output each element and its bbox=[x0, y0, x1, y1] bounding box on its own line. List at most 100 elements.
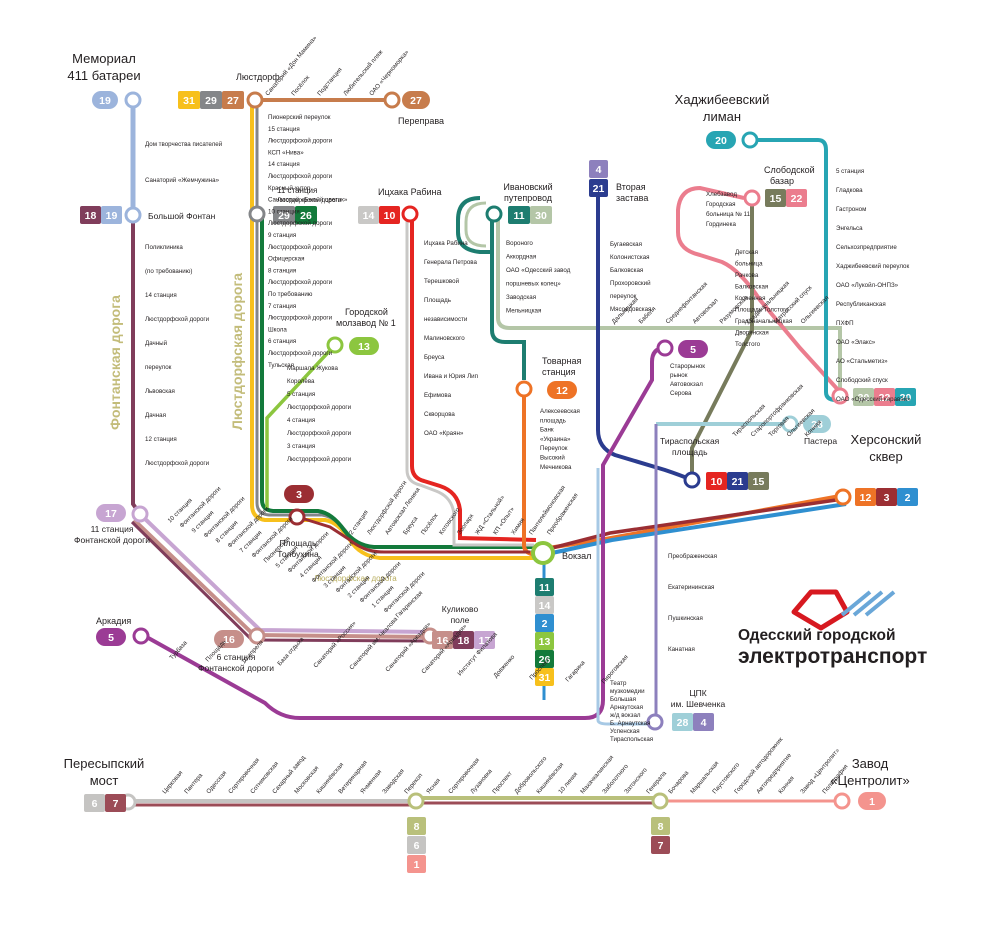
station-khadzhibey[interactable] bbox=[741, 131, 759, 149]
route-badge-8[interactable] bbox=[651, 817, 670, 835]
badge-group-paustovsky[interactable]: 87 bbox=[651, 817, 670, 854]
route-badge-13[interactable] bbox=[349, 337, 379, 355]
line-18-fontanskaya[interactable] bbox=[131, 215, 142, 516]
station-itskhaka[interactable] bbox=[401, 205, 419, 223]
route-badge-19[interactable] bbox=[101, 206, 122, 224]
route-badge-20[interactable] bbox=[895, 388, 916, 406]
line-28[interactable] bbox=[654, 422, 790, 722]
route-badge-30[interactable] bbox=[853, 388, 874, 406]
route-badge-1[interactable] bbox=[407, 855, 426, 873]
route-badge-27[interactable] bbox=[402, 91, 430, 109]
route-badge-16[interactable] bbox=[432, 631, 453, 649]
station-pereprava[interactable] bbox=[383, 91, 401, 109]
line-22[interactable] bbox=[676, 185, 842, 394]
badge-group-khadzhibey[interactable]: 20 bbox=[706, 131, 736, 149]
route-badge-20[interactable] bbox=[706, 131, 736, 149]
line-4-tspk[interactable] bbox=[596, 468, 650, 726]
line-31-lustdorf[interactable] bbox=[250, 100, 534, 560]
route-badge-10[interactable] bbox=[379, 206, 400, 224]
line-30[interactable] bbox=[464, 201, 842, 396]
route-badge-15[interactable] bbox=[765, 189, 786, 207]
station-memorial[interactable] bbox=[124, 91, 142, 109]
station-luzanovka[interactable] bbox=[407, 792, 425, 810]
line-14[interactable] bbox=[405, 214, 534, 547]
route-badge-4[interactable] bbox=[589, 160, 608, 178]
route-badge-7[interactable] bbox=[105, 794, 126, 812]
route-badge-12[interactable] bbox=[547, 381, 577, 399]
badge-group-st6_fontan[interactable]: 16 bbox=[214, 630, 244, 648]
badge-group-centrolit[interactable]: 1 bbox=[858, 792, 886, 810]
route-badge-14[interactable] bbox=[358, 206, 379, 224]
station-slobodskoy[interactable] bbox=[743, 189, 761, 207]
badge-group-molzavod[interactable]: 13 bbox=[349, 337, 379, 355]
station-khersonsky[interactable] bbox=[834, 488, 852, 506]
station-tspk[interactable] bbox=[646, 713, 664, 731]
station-centrolit[interactable] bbox=[833, 792, 851, 810]
station-line5-top[interactable] bbox=[656, 339, 674, 357]
badge-group-vtoraya[interactable]: 421 bbox=[589, 160, 608, 197]
route-badge-13[interactable] bbox=[535, 632, 554, 650]
badge-group-pastera[interactable]: 28 bbox=[803, 415, 831, 433]
route-badge-28[interactable] bbox=[672, 713, 693, 731]
line-20[interactable] bbox=[750, 138, 837, 402]
route-badge-2[interactable] bbox=[897, 488, 918, 506]
line-21[interactable] bbox=[596, 188, 693, 482]
route-badge-17[interactable] bbox=[96, 504, 126, 522]
badge-group-luzanovka[interactable]: 861 bbox=[407, 817, 426, 873]
route-badge-29[interactable] bbox=[273, 206, 295, 224]
route-badge-22[interactable] bbox=[874, 388, 895, 406]
station-arkadia[interactable] bbox=[132, 627, 150, 645]
route-badge-11[interactable] bbox=[508, 206, 530, 224]
station-pastera[interactable] bbox=[781, 415, 799, 433]
route-badge-12[interactable] bbox=[855, 488, 876, 506]
route-badge-2[interactable] bbox=[535, 614, 554, 632]
line-15[interactable] bbox=[690, 205, 754, 478]
station-11-fontan[interactable] bbox=[131, 505, 149, 523]
route-badge-17[interactable] bbox=[474, 631, 495, 649]
station-lyman-south[interactable] bbox=[831, 387, 849, 405]
route-badge-8[interactable] bbox=[407, 817, 426, 835]
station-ivanovsky[interactable] bbox=[485, 205, 503, 223]
route-badge-26[interactable] bbox=[535, 650, 554, 668]
station-lustdorf[interactable] bbox=[246, 91, 264, 109]
station-vokzal[interactable] bbox=[531, 541, 555, 565]
badge-group-arkadia[interactable]: 5 bbox=[96, 628, 126, 646]
route-badge-15[interactable] bbox=[748, 472, 769, 490]
station-big-fontan[interactable] bbox=[124, 206, 142, 224]
route-badge-16[interactable] bbox=[214, 630, 244, 648]
route-badge-29[interactable] bbox=[200, 91, 222, 109]
route-badge-19[interactable] bbox=[92, 91, 118, 109]
station-paustovsky[interactable] bbox=[651, 792, 669, 810]
route-badge-5[interactable] bbox=[96, 628, 126, 646]
line-13[interactable] bbox=[265, 343, 337, 508]
route-badge-18[interactable] bbox=[453, 631, 474, 649]
route-badge-3[interactable] bbox=[284, 485, 314, 503]
route-badge-10[interactable] bbox=[706, 472, 727, 490]
station-6-fontan[interactable] bbox=[248, 627, 266, 645]
line-11[interactable] bbox=[456, 196, 526, 380]
route-badge-6[interactable] bbox=[407, 836, 426, 854]
line-26[interactable] bbox=[260, 214, 534, 549]
route-badge-26[interactable] bbox=[295, 206, 317, 224]
line-bottom-8[interactable] bbox=[416, 796, 840, 805]
route-badge-18[interactable] bbox=[80, 206, 101, 224]
route-badge-30[interactable] bbox=[530, 206, 552, 224]
route-badge-14[interactable] bbox=[535, 596, 554, 614]
line-10[interactable] bbox=[410, 214, 537, 542]
station-tiraspol[interactable] bbox=[683, 471, 701, 489]
route-badge-28[interactable] bbox=[803, 415, 831, 433]
badge-group-tovarnaya[interactable]: 12 bbox=[547, 381, 577, 399]
badge-group-tolbukhin[interactable]: 3 bbox=[284, 485, 314, 503]
route-badge-31[interactable] bbox=[535, 668, 554, 686]
line-bottom-6-7[interactable] bbox=[128, 799, 416, 807]
